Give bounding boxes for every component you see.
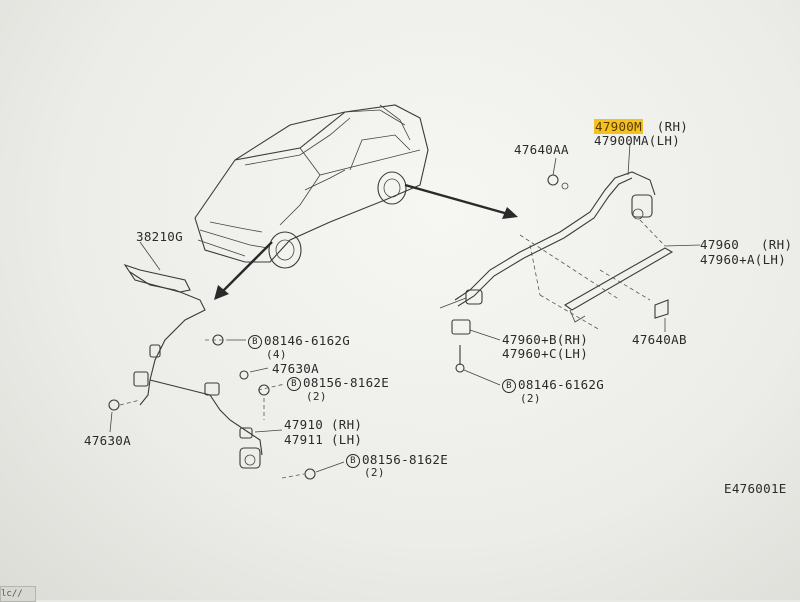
- label-bolt-left3-num: 08156-8162E: [362, 452, 449, 467]
- label-47900m-side: (RH): [656, 119, 689, 134]
- label-47630a-left: 47630A: [84, 433, 131, 448]
- label-bolt-right-num: 08146-6162G: [518, 377, 605, 392]
- arrow-to-rear-assembly: [404, 183, 518, 219]
- label-47640ab: 47640AB: [632, 332, 687, 347]
- label-47900ma: 47900MA(LH): [594, 133, 681, 148]
- label-bolt-left3-qty: (2): [364, 466, 385, 479]
- label-47640aa: 47640AA: [514, 142, 569, 157]
- label-47960c: 47960+C(LH): [502, 346, 589, 361]
- label-47900m: 47900M (RH): [594, 119, 689, 134]
- label-bolt-left2-qty: (2): [306, 390, 327, 403]
- front-sensor-assembly: [108, 241, 345, 480]
- label-47960-side: (RH): [760, 237, 793, 252]
- label-bolt-left1-qty: (4): [266, 348, 287, 361]
- label-38210g: 38210G: [136, 229, 183, 244]
- label-47960: 47960 (RH): [700, 238, 792, 252]
- label-47630a-top: 47630A: [272, 361, 319, 376]
- diagram-code: E476001E: [724, 481, 787, 496]
- bolt-symbol-icon: B: [346, 453, 360, 468]
- label-47960b: 47960+B(RH): [502, 332, 589, 347]
- bolt-symbol-icon: B: [248, 334, 262, 349]
- label-47910: 47910 (RH): [284, 417, 363, 432]
- car-illustration: [194, 104, 429, 269]
- bolt-symbol-icon: B: [502, 378, 516, 393]
- label-bolt-right-qty: (2): [520, 392, 541, 405]
- arrow-to-front-assembly: [214, 241, 273, 300]
- label-bolt-left1-num: 08146-6162G: [264, 333, 351, 348]
- label-47960a: 47960+A(LH): [700, 252, 787, 267]
- label-47960-num: 47960: [700, 237, 740, 252]
- label-bolt-left2-num: 08156-8162E: [303, 375, 390, 390]
- highlighted-part-number: 47900M: [594, 119, 643, 134]
- rear-sensor-assembly: [439, 142, 701, 386]
- label-47911: 47911 (LH): [284, 432, 363, 447]
- bolt-symbol-icon: B: [287, 376, 301, 391]
